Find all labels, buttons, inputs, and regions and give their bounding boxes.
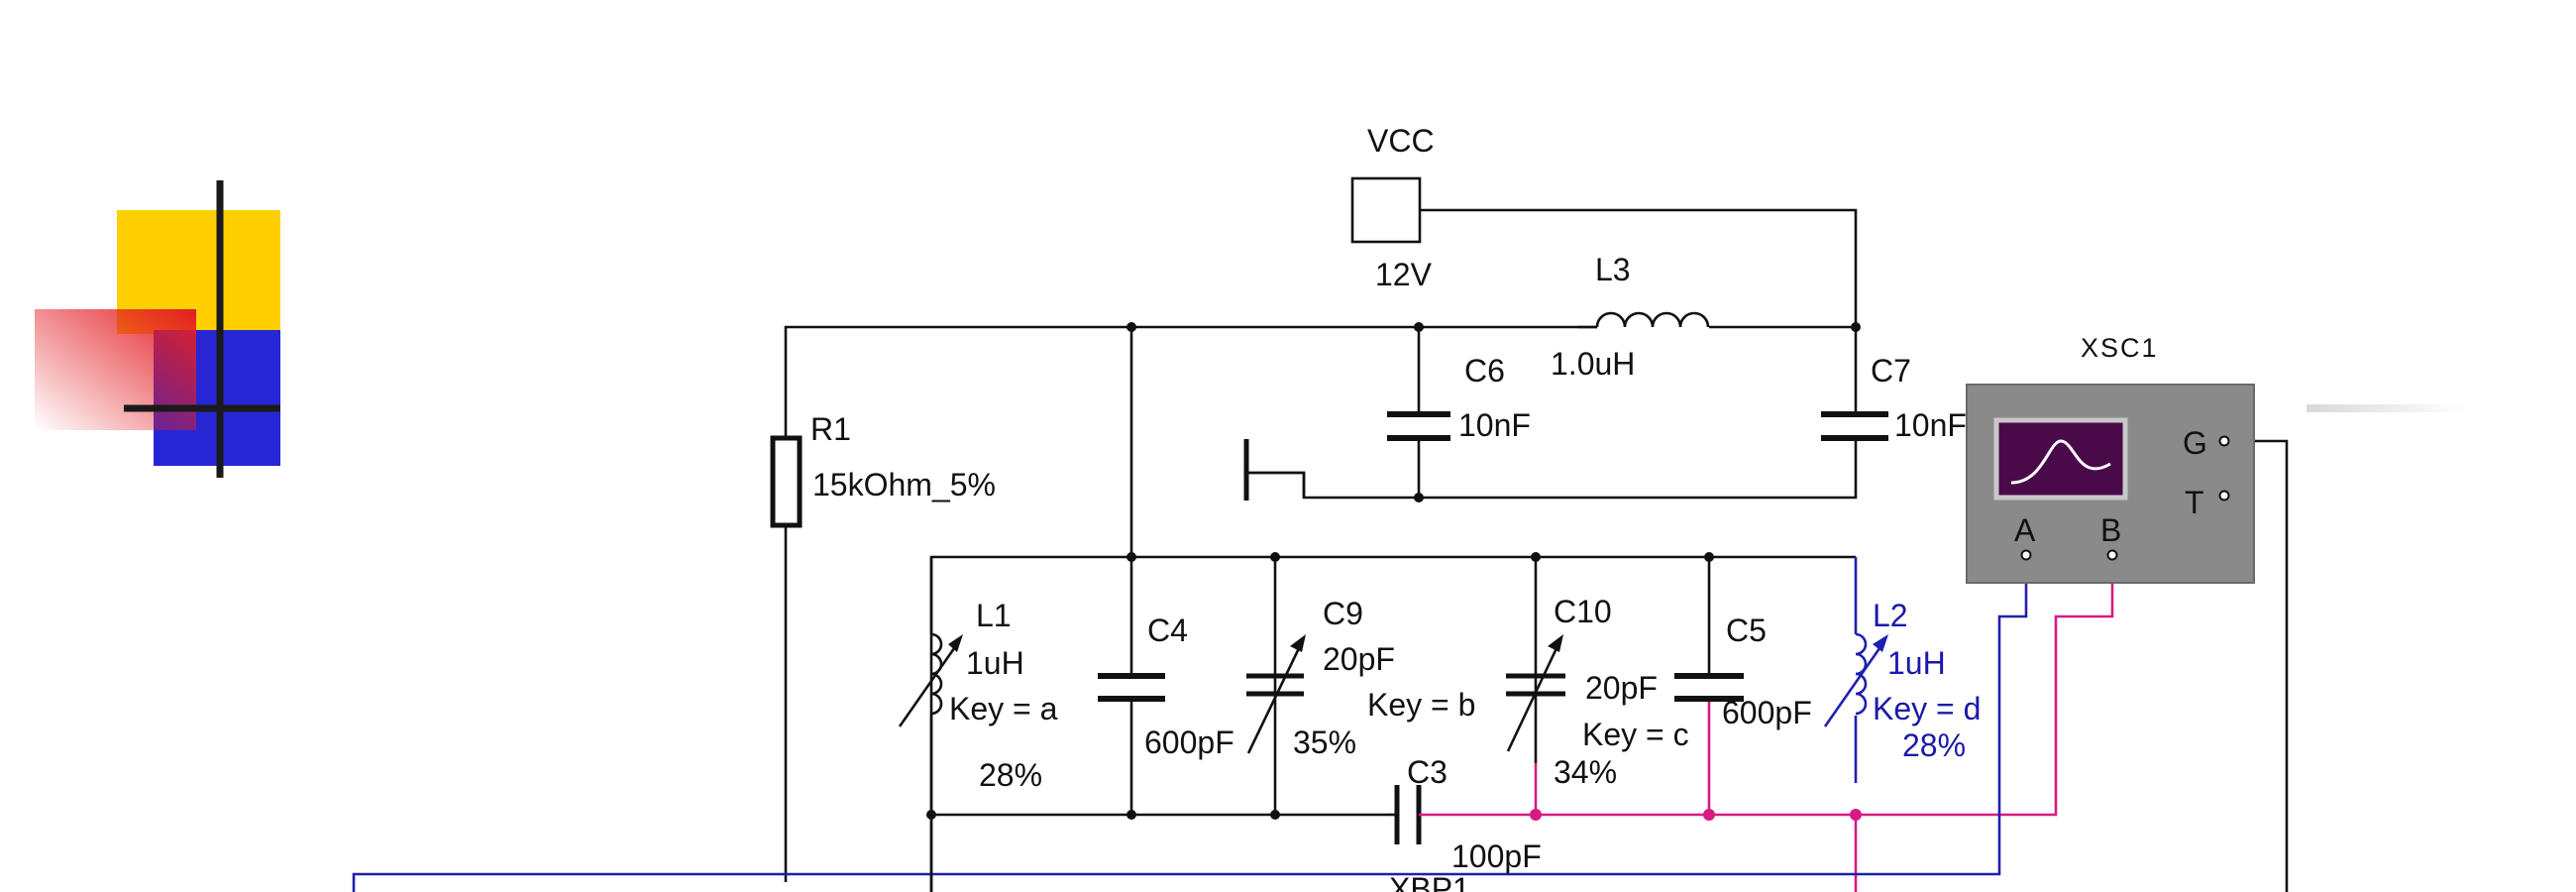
c9-percent: 35% [1293, 725, 1356, 760]
c6-value: 10nF [1458, 407, 1531, 443]
c10-label: C10 [1554, 594, 1612, 629]
ground-symbol [1243, 439, 1306, 501]
c7-label: C7 [1871, 353, 1911, 389]
decorative-logo [35, 180, 280, 478]
scope-terminal-t-label: T [2185, 485, 2204, 520]
c3-capacitor[interactable] [1387, 785, 1437, 844]
c9-key: Key = b [1367, 687, 1475, 723]
scope-terminal-b-label: B [2100, 512, 2121, 548]
logo-red-square [35, 309, 196, 430]
l2-percent: 28% [1902, 727, 1966, 763]
l2-key: Key = d [1873, 691, 1981, 726]
xbp1-label: XBP1 [1389, 871, 1470, 892]
c5-label: C5 [1726, 613, 1767, 648]
scope-terminal-t[interactable] [2218, 490, 2230, 502]
scope-sine-wave [2010, 439, 2111, 485]
l1-variable-inductor[interactable] [898, 632, 963, 892]
c9-value: 20pF [1323, 641, 1395, 677]
c3-label: C3 [1407, 754, 1448, 790]
l2-label: L2 [1873, 598, 1908, 633]
l2-value: 1uH [1887, 645, 1946, 681]
scope-label: XSC1 [2081, 333, 2159, 363]
c3-value: 100pF [1451, 838, 1542, 874]
c4-label: C4 [1147, 613, 1188, 648]
vcc-value: 12V [1375, 257, 1433, 292]
scope-terminal-g[interactable] [2218, 435, 2230, 447]
scope-terminal-g-label: G [2183, 425, 2207, 461]
c7-capacitor[interactable] [1821, 411, 1888, 441]
vcc-source[interactable] [1350, 176, 1422, 244]
c9-label: C9 [1323, 596, 1363, 631]
c9-variable-capacitor[interactable] [1246, 634, 1306, 754]
c4-value: 600pF [1144, 725, 1234, 760]
c6-capacitor[interactable] [1387, 411, 1450, 441]
l3-inductor[interactable] [1577, 311, 1710, 329]
r1-label: R1 [810, 411, 851, 447]
vcc-label: VCC [1367, 123, 1435, 159]
c5-value: 600pF [1722, 695, 1812, 730]
c4-capacitor[interactable] [1098, 673, 1165, 702]
c10-key: Key = c [1582, 717, 1689, 752]
l1-key: Key = a [949, 691, 1058, 726]
c5-capacitor[interactable] [1674, 673, 1744, 702]
scope-terminal-b[interactable] [2106, 549, 2118, 561]
scope-terminal-a[interactable] [2020, 549, 2032, 561]
l1-value: 1uH [966, 645, 1024, 681]
r1-resistor[interactable] [770, 435, 803, 528]
scope-terminal-a-label: A [2014, 512, 2036, 548]
oscilloscope-xsc1[interactable] [1966, 384, 2255, 584]
c10-percent: 34% [1554, 754, 1617, 790]
c7-value: 10nF [1894, 407, 1967, 443]
c10-variable-capacitor[interactable] [1506, 634, 1565, 752]
l1-percent: 28% [979, 757, 1042, 793]
scope-screen [1993, 417, 2128, 501]
c10-value: 20pF [1585, 670, 1658, 706]
l2-variable-inductor[interactable] [1823, 632, 1888, 727]
l1-label: L1 [976, 598, 1012, 633]
l3-value: 1.0uH [1551, 346, 1635, 382]
junction-dots [926, 322, 1862, 821]
decorative-shadow-bar [2307, 404, 2465, 412]
channel-b-wires [1437, 560, 2114, 892]
c6-label: C6 [1464, 353, 1505, 389]
r1-value: 15kOhm_5% [812, 467, 996, 502]
black-wires [784, 208, 2289, 892]
channel-a-wires [352, 557, 2028, 892]
l3-label: L3 [1595, 252, 1631, 287]
